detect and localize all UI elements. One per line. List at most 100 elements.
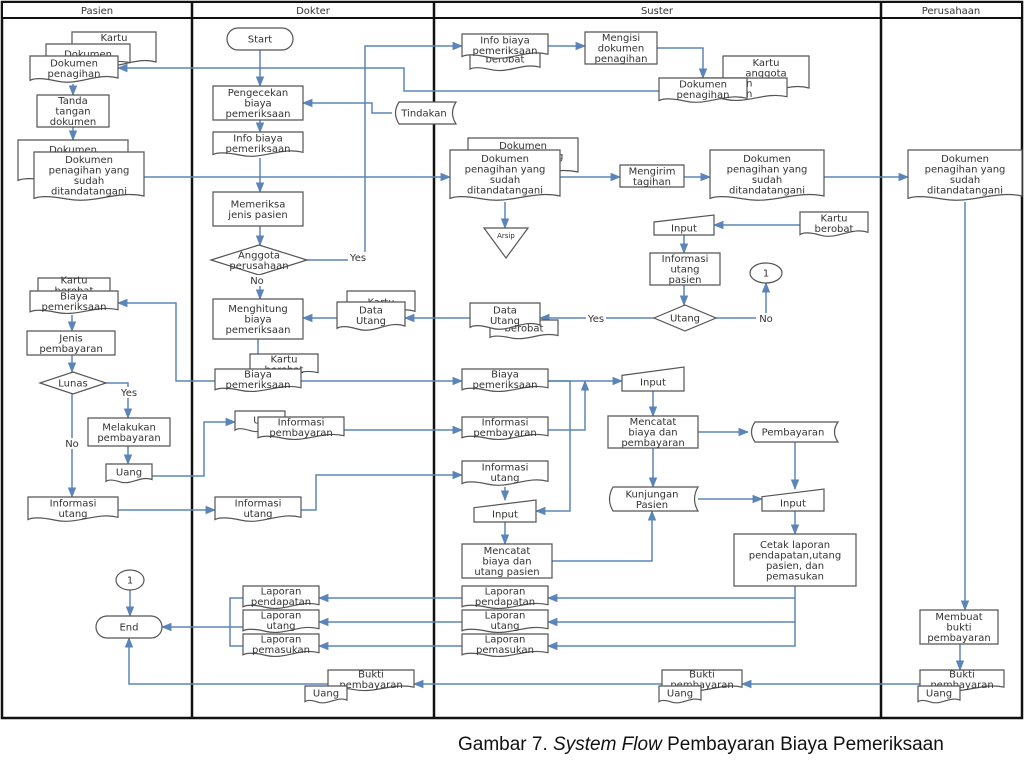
node-text-line: penagihan yang: [925, 164, 1006, 175]
node-text-line: Input: [492, 510, 518, 521]
process-shape: [584, 31, 658, 65]
node-text-line: utang: [490, 621, 519, 632]
edge-label-background: [62, 438, 82, 449]
node-text-line: Start: [248, 35, 273, 46]
node-s-conn1: 1: [749, 262, 783, 284]
flow-d-tindakan-to-d-pengecekan: [301, 98, 392, 114]
document-shape: [29, 290, 119, 314]
node-text-line: Informasi: [482, 417, 529, 428]
document-shape: [461, 460, 549, 486]
node-s-input1: Input: [653, 214, 715, 236]
node-text-line: ditandatangani: [51, 186, 127, 197]
decision-shape: [38, 371, 108, 395]
decision-shape: [652, 304, 718, 332]
document-shape: [214, 368, 302, 392]
document-shape: [33, 151, 145, 201]
document-shape: [461, 609, 549, 633]
node-text-line: Laporan: [485, 610, 526, 621]
document-shape: [461, 368, 549, 392]
node-text-line: Dokumen: [50, 58, 98, 69]
node-text-line: pasien: [669, 275, 702, 286]
node-text-line: Informasi: [662, 254, 709, 265]
node-text-line: jenis pasien: [227, 210, 287, 221]
node-text-line: Informasi: [482, 462, 529, 473]
node-text-line: Laporan: [485, 586, 526, 597]
node-s-uang: Uang: [658, 685, 702, 704]
flow-bracket-line: [229, 597, 243, 647]
node-text-line: Informasi: [50, 498, 97, 509]
node-text-line: berobat: [815, 224, 854, 235]
edge-label-background: [119, 387, 139, 398]
document-shape: [242, 585, 320, 609]
flow-s-biaya-to-s-input3: [534, 380, 571, 516]
node-text-line: Laporan: [261, 610, 302, 621]
node-text-line: pemasukan: [766, 571, 824, 582]
swimlanes: Pasien Dokter Suster Perusahaan: [0, 0, 1024, 720]
system-flow-diagram: Pasien Dokter Suster Perusahaan Kartuaaa…: [0, 0, 1024, 720]
node-text-line: Biaya: [244, 369, 272, 380]
edge-label-lbl-yes-lunas: Yes: [120, 388, 137, 399]
node-text-line: Anggota: [238, 250, 280, 261]
node-text-line: utang: [266, 621, 295, 632]
flow-d-biaya-to-p-biaya: [116, 298, 215, 382]
node-text-line: Data: [359, 305, 383, 316]
flow-d-anggota-to-s-info-biaya: [307, 41, 464, 261]
node-text-line: ditandatangani: [467, 185, 543, 196]
node-text-line: penagihan: [677, 90, 730, 101]
node-s-pembayaran: Pembayaran: [750, 421, 840, 443]
document-shape: [242, 609, 320, 633]
flow-s-utang-to-s-conn1: [716, 281, 771, 319]
node-text-line: biaya: [244, 99, 271, 110]
node-text-line: Biaya: [60, 291, 88, 302]
manual-input-shape: [761, 488, 825, 512]
node-text-line: Utang: [670, 314, 700, 325]
node-text-line: pendapatan: [251, 597, 311, 608]
node-text-line: berobat: [505, 324, 544, 335]
node-text-line: Utang: [490, 316, 520, 327]
flow-shapes: KartuaaanDokumenDokumenpenagihanTandatan…: [17, 27, 1023, 704]
document-shape: [29, 55, 119, 83]
node-text-line: sudah: [74, 176, 104, 187]
document-shape: [907, 149, 1023, 201]
node-p-lunas: Lunas: [38, 371, 108, 395]
node-text-line: Dokumen: [743, 154, 791, 165]
document-shape: [27, 496, 119, 522]
node-text-line: Laporan: [261, 586, 302, 597]
node-text-line: utang: [490, 473, 519, 484]
node-p-conn1: 1: [115, 569, 145, 591]
document-shape: [658, 77, 748, 103]
node-text-line: Uang: [313, 689, 339, 700]
node-text-line: Menghitung: [228, 304, 288, 315]
process-shape: [212, 85, 304, 121]
flow-s-mengisi-to-s-dok-penagihan: [657, 47, 708, 80]
node-text-line: anggota: [745, 69, 786, 80]
node-s-input2: Input: [621, 366, 685, 392]
node-text-line: tagihan: [633, 177, 671, 188]
node-text-line: ditandatangani: [729, 185, 805, 196]
node-text-line: Lunas: [58, 379, 87, 390]
node-text-line: Input: [640, 378, 666, 389]
node-text-line: pemeriksaan: [226, 325, 291, 336]
node-text-line: pemasukan: [252, 645, 310, 656]
flow-p-uang-to-d-uang-bg: [152, 417, 237, 477]
node-text-line: Cetak laporan: [760, 540, 830, 551]
node-text-line: penagihan yang: [49, 165, 130, 176]
node-text-line: pembayaran: [269, 428, 332, 439]
node-text-line: Kartu: [61, 275, 88, 286]
flow-d-info-utang-to-s-info-utang: [301, 470, 464, 511]
document-shape: [304, 685, 348, 704]
node-text-line: Mencatat: [630, 417, 677, 428]
